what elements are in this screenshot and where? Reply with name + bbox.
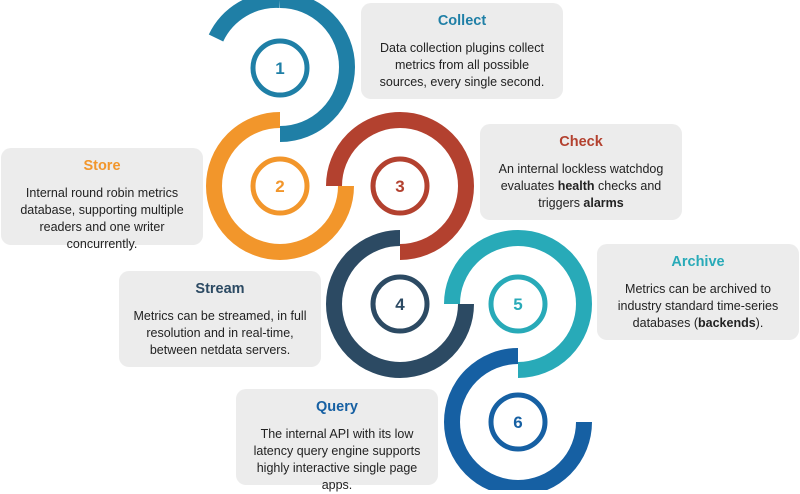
check-description-text-1: An internal lockless watchdog evaluates bbox=[498, 162, 664, 193]
step-2-arc bbox=[206, 112, 354, 260]
step-3-ring bbox=[326, 112, 474, 260]
archive-title: Archive bbox=[671, 254, 725, 270]
step-4-inner-ring bbox=[370, 274, 430, 334]
step-1-arc bbox=[208, 0, 355, 142]
step-4-ring bbox=[326, 230, 474, 378]
query-title: Query bbox=[316, 399, 358, 415]
check-health-bold: health bbox=[557, 179, 595, 193]
step-6-ring bbox=[444, 348, 592, 490]
archive-card: Archive Metrics can be archived to indus… bbox=[597, 244, 799, 340]
stream-title: Stream bbox=[195, 281, 245, 297]
step-4-arc bbox=[326, 230, 474, 378]
store-description: Internal round robin metrics database, s… bbox=[20, 186, 184, 251]
check-title: Check bbox=[559, 134, 603, 150]
archive-backends-bold: backends bbox=[698, 316, 756, 330]
step-3-number: 3 bbox=[395, 177, 404, 196]
store-title: Store bbox=[83, 158, 121, 174]
query-description: The internal API with its low latency qu… bbox=[253, 427, 421, 492]
check-card: Check An internal lockless watchdog eval… bbox=[480, 124, 682, 220]
step-5-inner-ring bbox=[488, 274, 548, 334]
step-6-number: 6 bbox=[513, 413, 522, 432]
archive-description: Metrics can be archived to industry stan… bbox=[609, 281, 787, 332]
stream-description: Metrics can be streamed, in full resolut… bbox=[133, 309, 307, 357]
step-1-inner-ring bbox=[250, 38, 310, 98]
step-4-number: 4 bbox=[395, 295, 405, 314]
step-5-number: 5 bbox=[513, 295, 522, 314]
archive-description-text-2: ). bbox=[755, 316, 764, 330]
collect-card: Collect Data collection plugins collect … bbox=[361, 3, 563, 99]
step-6-inner-ring bbox=[488, 392, 548, 452]
step-2-inner-ring bbox=[250, 156, 310, 216]
step-1-ring bbox=[208, 0, 355, 142]
step-2-number: 2 bbox=[275, 177, 284, 196]
stream-card: Stream Metrics can be streamed, in full … bbox=[119, 271, 321, 367]
step-5-arc bbox=[444, 230, 592, 378]
step-5-ring bbox=[444, 230, 592, 378]
check-alarms-bold: alarms bbox=[583, 196, 624, 210]
step-3-inner-ring bbox=[370, 156, 430, 216]
store-card: Store Internal round robin metrics datab… bbox=[1, 148, 203, 251]
step-6-arc bbox=[444, 348, 592, 490]
archive-description-text-1: Metrics can be archived to industry stan… bbox=[617, 282, 779, 330]
step-2-ring bbox=[206, 112, 354, 260]
check-description-text-2: checks and triggers bbox=[538, 179, 662, 210]
collect-description: Data collection plugins collect metrics … bbox=[379, 41, 545, 89]
step-1-number: 1 bbox=[275, 59, 284, 78]
query-card: Query The internal API with its low late… bbox=[236, 389, 438, 492]
check-description: An internal lockless watchdog evaluates … bbox=[492, 161, 670, 212]
collect-title: Collect bbox=[437, 13, 487, 29]
step-3-arc bbox=[326, 112, 474, 260]
